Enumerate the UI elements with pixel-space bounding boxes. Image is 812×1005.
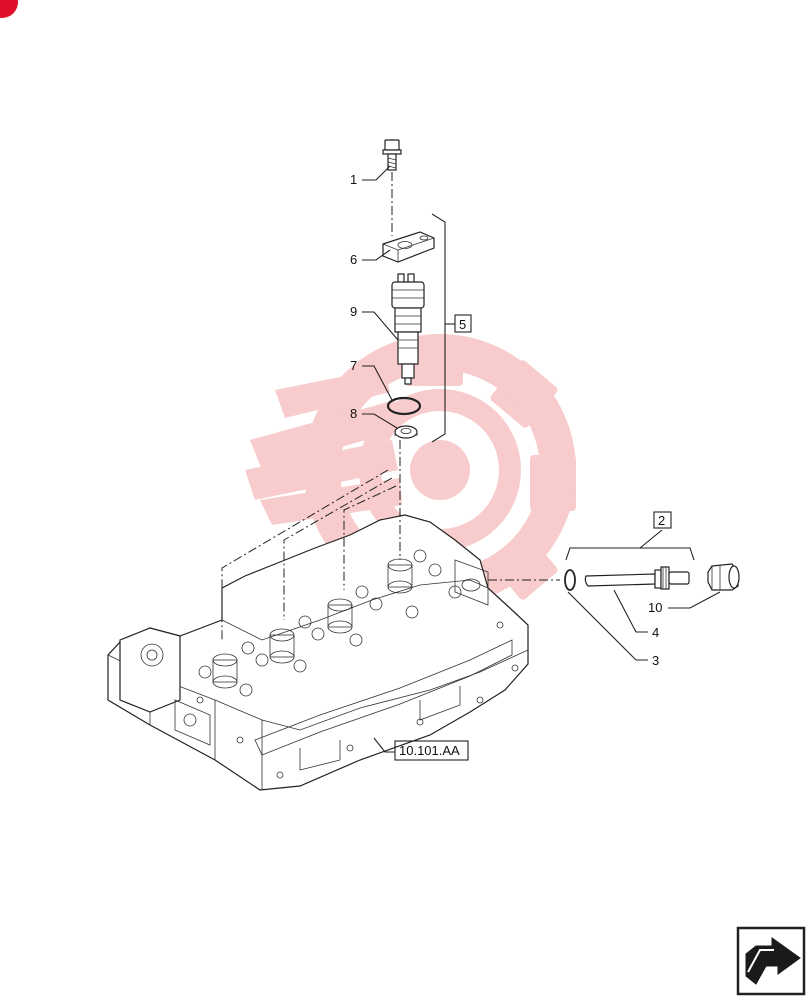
cylinder-head [107, 514, 529, 791]
group-bracket-2 [565, 511, 695, 561]
callout-1: 1 [350, 172, 357, 187]
leader-lines [362, 165, 721, 753]
nut-part-10 [707, 563, 740, 591]
callout-4: 4 [652, 625, 659, 640]
injector-part-9 [391, 273, 425, 385]
callout-labels: 1 6 9 7 8 5 2 10 4 3 [350, 172, 665, 668]
callout-2: 2 [658, 513, 665, 528]
fuel-connector-part-4 [584, 566, 690, 590]
callout-7: 7 [350, 358, 357, 373]
reference-link-10-101-aa[interactable]: 10.101.AA [394, 740, 469, 761]
callout-10: 10 [648, 600, 662, 615]
clamp-part-6 [382, 231, 435, 263]
o-ring-part-3 [564, 569, 576, 591]
callout-9: 9 [350, 304, 357, 319]
gear-logo-watermark [245, 334, 576, 606]
callout-5: 5 [459, 317, 466, 332]
assembly-centerlines [221, 172, 560, 640]
group-bracket-5 [431, 213, 472, 443]
reference-label[interactable]: 10.101.AA [399, 743, 460, 758]
corner-badge-icon [0, 0, 18, 18]
o-ring-part-7 [386, 396, 422, 416]
bolt-part-1 [382, 139, 402, 171]
washer-part-8 [394, 425, 418, 439]
callout-8: 8 [350, 406, 357, 421]
callout-6: 6 [350, 252, 357, 267]
previous-page-arrow-icon[interactable] [736, 926, 806, 996]
callout-3: 3 [652, 653, 659, 668]
